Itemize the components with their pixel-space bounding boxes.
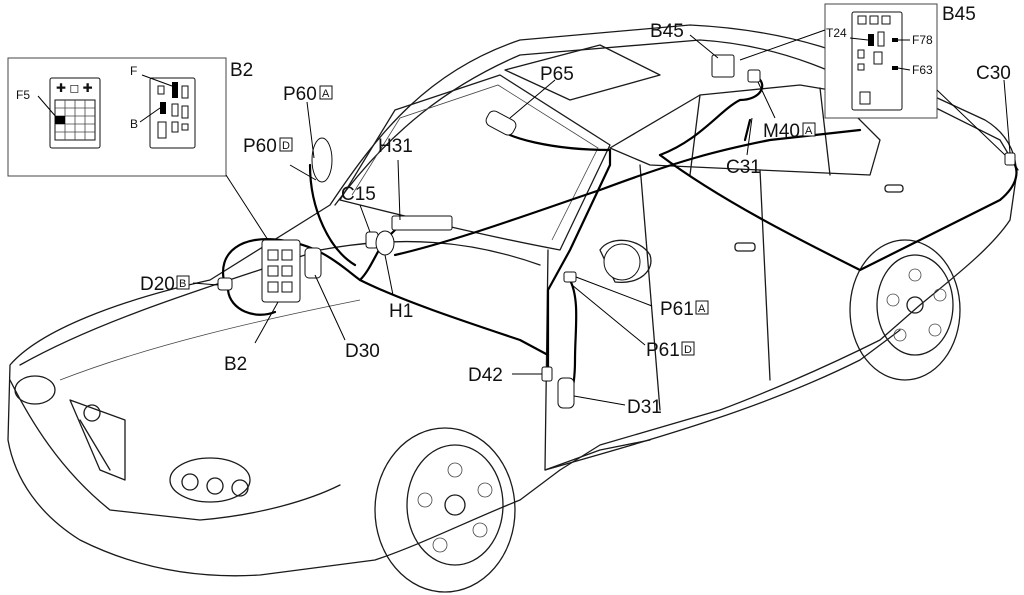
inset-b45: T24 F78 F63: [739, 3, 1006, 156]
connector-m40: [747, 69, 761, 83]
switch-panel-h31: [391, 215, 453, 231]
label-d20b-suffix: B: [179, 278, 186, 290]
inset-b2: ✚ ◻ ✚ F5 F B: [7, 57, 269, 241]
label-p61a-suffix: A: [698, 303, 706, 315]
label-b45-inset: B45: [942, 4, 976, 25]
label-c31: C31: [726, 157, 761, 178]
label-p60d: P60 D: [243, 136, 293, 157]
label-p60a-text: P60: [283, 84, 317, 105]
mirror-p60: [311, 137, 333, 183]
fuse-box-b2: [261, 239, 301, 303]
connector-d30: [304, 247, 322, 279]
label-p65: P65: [540, 64, 574, 85]
junction-b45: [711, 54, 735, 78]
label-f63: F63: [912, 63, 933, 77]
label-f5: F5: [16, 88, 30, 102]
label-p61a-text: P61: [660, 299, 694, 320]
connector-d31: [557, 377, 575, 409]
label-p60d-suffix: D: [282, 140, 290, 152]
connector-p61: [563, 271, 577, 283]
svg-text:✚ ◻ ✚: ✚ ◻ ✚: [56, 81, 93, 95]
label-p60d-text: P60: [243, 136, 277, 157]
label-f78: F78: [912, 33, 933, 47]
label-d30: D30: [345, 341, 380, 362]
connector-c30: [1004, 152, 1016, 166]
callout-labels: B45 P65 P60 A P60 D H31 C15 D20 B H1 D30…: [140, 21, 1011, 418]
fuse-grid-left: [54, 99, 96, 141]
label-d42: D42: [468, 365, 503, 386]
label-h1: H1: [389, 301, 413, 322]
connector-d20: [217, 277, 233, 291]
connector-h1: [375, 230, 395, 256]
label-p61d-text: P61: [646, 340, 680, 361]
label-c30: C30: [976, 63, 1011, 84]
mirror-p61: [603, 243, 641, 281]
label-m40a-suffix: A: [805, 125, 813, 137]
label-d20b: D20 B: [140, 274, 190, 295]
label-c15: C15: [341, 184, 376, 205]
label-b45: B45: [650, 21, 684, 42]
label-f: F: [130, 64, 137, 78]
label-d31: D31: [627, 397, 662, 418]
connector-d42: [541, 366, 553, 382]
car-body: [7, 24, 1019, 593]
label-p61d-suffix: D: [684, 344, 692, 356]
label-b: B: [130, 117, 138, 131]
label-p61d: P61 D: [646, 340, 695, 361]
mirror-p65: [485, 110, 517, 136]
label-p61a: P61 A: [660, 299, 709, 320]
label-b2-top: B2: [230, 60, 253, 81]
label-m40a-text: M40: [763, 121, 800, 142]
label-t24: T24: [826, 26, 847, 40]
leader-lines: [192, 34, 1011, 406]
label-p60a-suffix: A: [322, 88, 330, 100]
label-h31: H31: [378, 136, 413, 157]
label-m40a: M40 A: [763, 121, 816, 142]
label-p60a: P60 A: [283, 84, 333, 105]
label-d20b-text: D20: [140, 274, 175, 295]
components: [217, 54, 1016, 409]
label-b2-bottom: B2: [224, 354, 247, 375]
